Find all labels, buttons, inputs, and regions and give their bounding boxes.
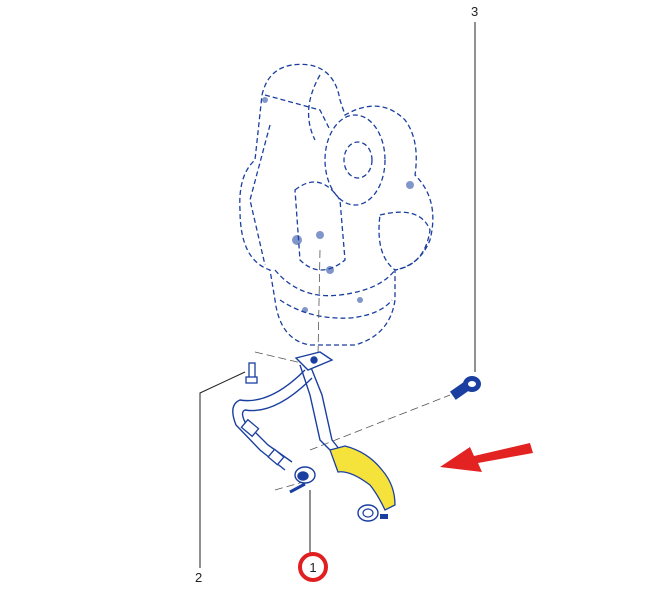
oil-pipe xyxy=(232,364,341,471)
callout-3[interactable]: 3 xyxy=(471,4,479,19)
pipe-flange xyxy=(294,351,334,371)
callout-2[interactable]: 2 xyxy=(195,570,203,585)
callout-1-highlighted[interactable]: 1 xyxy=(298,552,328,582)
turbocharger-outline xyxy=(239,63,434,346)
leader-lines xyxy=(199,22,476,568)
clamp-part xyxy=(289,466,316,494)
yellow-hose-part xyxy=(329,445,396,522)
bolt-right xyxy=(450,376,481,400)
bolt-left xyxy=(245,362,258,384)
red-direction-arrow xyxy=(440,443,533,472)
callout-1-label: 1 xyxy=(309,559,317,575)
pipe-fittings xyxy=(240,418,285,466)
turbocharger-details xyxy=(262,97,414,313)
